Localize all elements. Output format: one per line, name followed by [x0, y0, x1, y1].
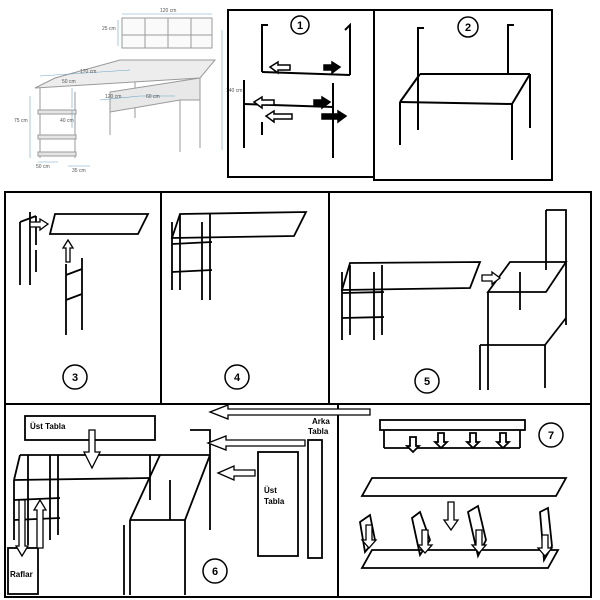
step-7-arrows	[360, 501, 554, 557]
dim-side-depth: 60 cm	[146, 94, 160, 100]
back-board-label-line1: Arka	[312, 417, 330, 426]
step-4-drawing	[170, 211, 308, 300]
top-board-1-label: Üst Tabla	[30, 422, 66, 431]
step-6-arrows	[14, 404, 371, 558]
step-2-badge	[457, 16, 479, 38]
step-6-panel	[4, 403, 339, 598]
step-5-badge	[414, 368, 440, 394]
step-1-badge	[290, 15, 310, 35]
product-dimension-picture	[34, 17, 217, 158]
step-7-number: 7	[548, 430, 554, 442]
dim-depth: 50 cm	[62, 79, 76, 85]
step-1-panel	[227, 9, 375, 178]
back-board	[307, 439, 323, 559]
step-2-number: 2	[465, 22, 471, 34]
step-1-number: 1	[297, 20, 303, 32]
step-1-arrows	[252, 60, 348, 124]
dim-inner-length: 120 cm	[105, 94, 121, 100]
shelves-label: Raflar	[10, 570, 33, 579]
dim-total-length: 170 cm	[80, 69, 96, 75]
step-2-panel	[373, 9, 553, 181]
step-3-number: 3	[72, 372, 78, 384]
step-4-panel	[160, 191, 330, 405]
step-5-panel	[328, 191, 592, 405]
step-4-number: 4	[234, 372, 241, 384]
step-5-arrow	[481, 270, 502, 286]
step-4-badge	[224, 364, 250, 390]
step-7-drawing	[359, 419, 568, 569]
step-7-panel	[337, 403, 592, 598]
step-7-badge	[538, 422, 564, 448]
panel-borders	[4, 9, 592, 598]
top-board-2-label-line1: Üst	[264, 486, 277, 495]
step-5-number: 5	[424, 376, 430, 388]
dim-hutch-height: 25 cm	[102, 26, 116, 32]
dimension-lines	[29, 13, 223, 167]
dim-top-width: 120 cm	[160, 8, 176, 14]
step-1-drawing	[243, 22, 351, 158]
step-3-arrows	[29, 217, 75, 263]
top-board-2	[257, 451, 299, 557]
top-board-2-label-line2: Tabla	[264, 497, 285, 506]
back-board-label-line2: Tabla	[308, 427, 329, 436]
dim-leg-width: 50 cm	[36, 164, 50, 170]
dim-bottom-width: 35 cm	[72, 168, 86, 174]
step-3-drawing	[19, 212, 150, 335]
step-5-drawing	[340, 209, 568, 390]
step-6-badge	[202, 558, 228, 584]
dim-shelf-depth: 40 cm	[60, 118, 74, 124]
step-3-panel	[4, 191, 162, 405]
step-6-number: 6	[212, 566, 218, 578]
dim-height: 75 cm	[14, 118, 28, 124]
dim-total-height: 140 cm	[226, 88, 242, 94]
step-3-badge	[62, 364, 88, 390]
step-2-drawing	[399, 24, 531, 160]
